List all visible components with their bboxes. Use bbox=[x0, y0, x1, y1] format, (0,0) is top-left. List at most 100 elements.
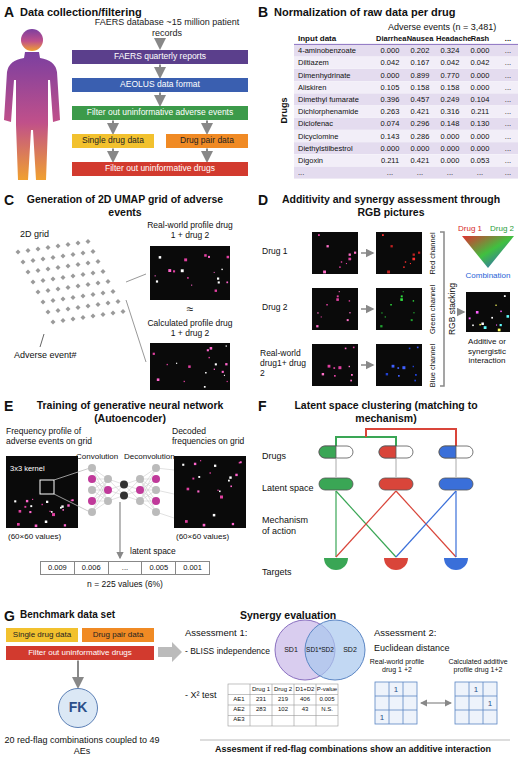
grid-point bbox=[66, 264, 71, 269]
frequency-dot bbox=[184, 381, 185, 382]
table-cell: 0.000 bbox=[376, 144, 404, 153]
frequency-dot bbox=[322, 373, 324, 375]
grid-point bbox=[71, 274, 76, 279]
grid-point bbox=[116, 299, 121, 304]
frequency-dot bbox=[214, 272, 215, 273]
table-cell: ... bbox=[298, 168, 304, 177]
frequency-dot bbox=[481, 323, 484, 326]
table-cell: 0.211 bbox=[376, 156, 404, 165]
frequency-dot bbox=[402, 366, 405, 369]
text-label: Benchmark data set bbox=[20, 609, 115, 621]
flow-connector bbox=[159, 65, 161, 78]
frequency-dot bbox=[403, 291, 404, 292]
node-text: Filter out uninformative adverse events bbox=[87, 108, 233, 117]
frequency-dot bbox=[67, 504, 69, 506]
frequency-dot bbox=[347, 319, 349, 321]
frequency-dot bbox=[227, 256, 230, 258]
table-row bbox=[294, 45, 518, 57]
frequency-dot bbox=[72, 499, 74, 501]
frequency-dot bbox=[336, 298, 339, 301]
frequency-dot bbox=[339, 266, 341, 268]
table-cell: 0.148 bbox=[436, 119, 464, 128]
table-row bbox=[294, 93, 518, 105]
node-text: ... bbox=[109, 562, 143, 574]
table-cell: Dimenhydrinate bbox=[298, 71, 351, 80]
frequency-dot bbox=[318, 234, 320, 236]
table-cell: 0.000 bbox=[436, 144, 464, 153]
table-cell: 0.053 bbox=[466, 156, 494, 165]
frequency-dot bbox=[349, 254, 351, 256]
table-cell: ... bbox=[436, 168, 464, 177]
frequency-dot bbox=[414, 380, 416, 382]
text-label: Normalization of raw data per drug bbox=[274, 6, 456, 19]
neuron bbox=[136, 475, 144, 483]
frequency-dot bbox=[496, 325, 497, 326]
neuron bbox=[152, 486, 160, 494]
text-label: Euclidean distance bbox=[374, 643, 450, 654]
neuron bbox=[88, 497, 96, 505]
table-cell: 0.316 bbox=[436, 107, 464, 116]
table-cell: ... bbox=[494, 71, 520, 80]
frequency-dot bbox=[495, 305, 496, 306]
node-text: 0.005 bbox=[142, 562, 176, 574]
node-text: 0.009 bbox=[41, 562, 75, 574]
table-cell: ... bbox=[494, 156, 520, 165]
frequency-dot bbox=[412, 258, 415, 261]
grid-point bbox=[96, 281, 101, 286]
grid-point bbox=[96, 302, 101, 307]
text-label: SD1 bbox=[279, 646, 303, 654]
text-label: Calculated additive profile drug 1+2 bbox=[440, 658, 516, 675]
grid-point bbox=[86, 282, 91, 287]
table-cell: 0.042 bbox=[466, 58, 494, 67]
text-label: Drug 1 bbox=[262, 246, 288, 256]
table-cell: 0.202 bbox=[406, 46, 434, 55]
frequency-dot bbox=[213, 514, 216, 517]
frequency-dot bbox=[491, 317, 493, 319]
node-text: Filter out uninformative drugs bbox=[28, 649, 132, 658]
frequency-dot bbox=[168, 269, 171, 272]
frequency-dot bbox=[333, 367, 335, 369]
leader-line bbox=[40, 334, 44, 347]
grid-point bbox=[26, 248, 31, 253]
text-label: Additivity and synergy assessment throug… bbox=[276, 193, 506, 218]
clustering-tree bbox=[336, 429, 456, 557]
frequency-dot bbox=[326, 304, 328, 306]
profile-image bbox=[174, 456, 246, 528]
table-cell: 0.143 bbox=[376, 132, 404, 141]
text-label: Additive or synergistic interaction bbox=[456, 337, 518, 366]
text-label: FAERS database ~15 million patient recor… bbox=[92, 17, 242, 39]
text-label: Latent space bbox=[262, 483, 314, 494]
node-text: Single drug data bbox=[82, 136, 144, 145]
table-cell: 0.000 bbox=[466, 46, 494, 55]
grid-point bbox=[86, 239, 91, 244]
table-cell: ... bbox=[466, 168, 494, 177]
grid-point bbox=[51, 320, 56, 325]
frequency-dot bbox=[500, 311, 502, 313]
mapping-line bbox=[126, 274, 146, 282]
text-label: AE2 bbox=[228, 706, 250, 713]
table-cell: Diarrhea bbox=[376, 34, 404, 43]
grid-point bbox=[46, 267, 51, 272]
drug-pills bbox=[319, 446, 473, 490]
text-label: Drug 2 bbox=[272, 686, 294, 693]
frequency-dot bbox=[62, 509, 64, 511]
flow-connector bbox=[206, 149, 208, 162]
grid-point bbox=[96, 259, 101, 264]
text-label: 20 red-flag combinations coupled to 49 A… bbox=[4, 735, 160, 757]
frequency-dot bbox=[350, 380, 352, 382]
frequency-dot bbox=[227, 381, 228, 382]
frequency-dot bbox=[354, 252, 356, 254]
frequency-dot bbox=[413, 366, 414, 367]
grid-point bbox=[111, 289, 116, 294]
frequency-dot bbox=[403, 266, 405, 268]
grid-point bbox=[91, 314, 96, 319]
flow-connector bbox=[112, 149, 114, 162]
text-label: Calculated profile drug 1 + drug 2 bbox=[145, 318, 235, 338]
frequency-dot bbox=[397, 367, 399, 369]
frequency-dot bbox=[500, 324, 502, 326]
table-cell: 0.286 bbox=[406, 132, 434, 141]
grid-point bbox=[101, 269, 106, 274]
neuron bbox=[136, 486, 144, 494]
panel-letter: B bbox=[258, 4, 268, 21]
process-band: FAERS quarterly reports bbox=[72, 50, 248, 64]
